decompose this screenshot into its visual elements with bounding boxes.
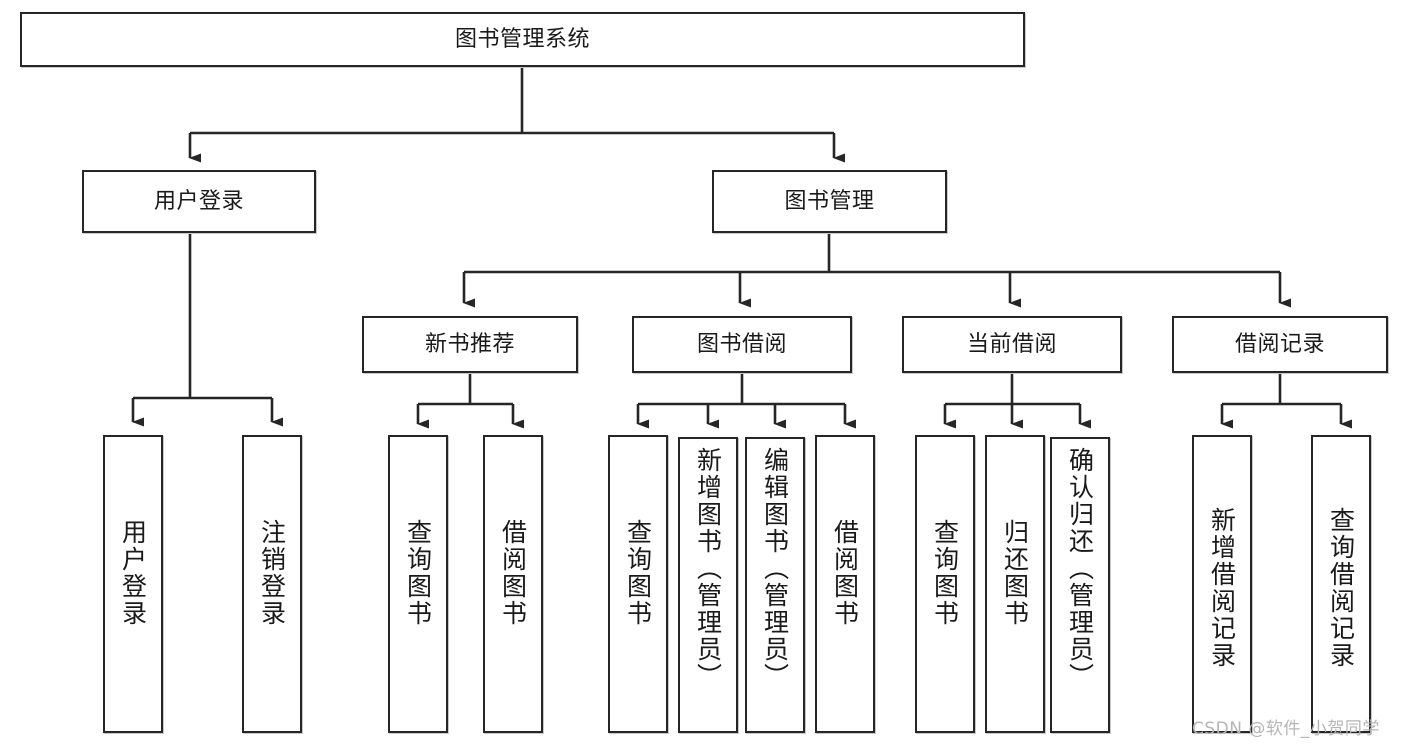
node-label: 查询图书: [623, 519, 653, 627]
node-current-borrowing[interactable]: 当前借阅: [902, 316, 1122, 373]
node-label: 用户登录: [153, 188, 244, 214]
leaf-return-books[interactable]: 归还图书: [985, 435, 1045, 733]
node-label: 当前借阅: [966, 331, 1057, 357]
node-new-book-recommendation[interactable]: 新书推荐: [362, 316, 578, 373]
node-label: 查询借阅记录: [1326, 507, 1356, 669]
leaf-query-books-recommendation[interactable]: 查询图书: [388, 435, 448, 733]
leaf-add-borrowing-record[interactable]: 新增借阅记录: [1192, 435, 1252, 733]
leaf-confirm-return-admin[interactable]: 确认归还（管理员）: [1050, 437, 1110, 733]
leaf-logout[interactable]: 注销登录: [242, 435, 302, 733]
leaf-user-login[interactable]: 用户登录: [103, 435, 163, 733]
leaf-query-books-borrowing[interactable]: 查询图书: [608, 435, 668, 733]
leaf-add-book-admin[interactable]: 新增图书（管理员）: [678, 437, 738, 733]
node-book-borrowing[interactable]: 图书借阅: [632, 316, 852, 373]
leaf-borrow-books-recommendation[interactable]: 借阅图书: [483, 435, 543, 733]
node-label: 用户登录: [118, 519, 148, 627]
node-label: 借阅图书: [498, 519, 528, 627]
node-label: 归还图书: [1000, 519, 1030, 627]
leaf-query-borrowing-record[interactable]: 查询借阅记录: [1311, 435, 1371, 733]
node-root-book-management-system[interactable]: 图书管理系统: [20, 12, 1025, 67]
node-label: 新增图书（管理员）: [693, 447, 723, 690]
csdn-watermark: CSDN @软件_小贺同学: [1192, 719, 1380, 739]
node-label: 注销登录: [257, 519, 287, 627]
node-label: 查询图书: [403, 519, 433, 627]
node-label: 确认归还（管理员）: [1065, 447, 1095, 690]
node-label: 图书借阅: [696, 331, 787, 357]
node-borrowing-records[interactable]: 借阅记录: [1172, 316, 1388, 373]
node-label: 借阅图书: [830, 519, 860, 627]
node-label: 编辑图书（管理员）: [760, 447, 790, 690]
node-label: 新增借阅记录: [1207, 507, 1237, 669]
leaf-edit-book-admin[interactable]: 编辑图书（管理员）: [745, 437, 805, 733]
node-label: 图书管理系统: [454, 26, 590, 52]
leaf-borrow-books-borrowing[interactable]: 借阅图书: [815, 435, 875, 733]
node-label: 借阅记录: [1234, 331, 1325, 357]
node-label: 新书推荐: [424, 331, 515, 357]
leaf-query-books-current[interactable]: 查询图书: [915, 435, 975, 733]
node-label: 图书管理: [784, 188, 875, 214]
node-label: 查询图书: [930, 519, 960, 627]
node-user-login[interactable]: 用户登录: [82, 170, 316, 233]
node-book-management[interactable]: 图书管理: [712, 170, 947, 233]
